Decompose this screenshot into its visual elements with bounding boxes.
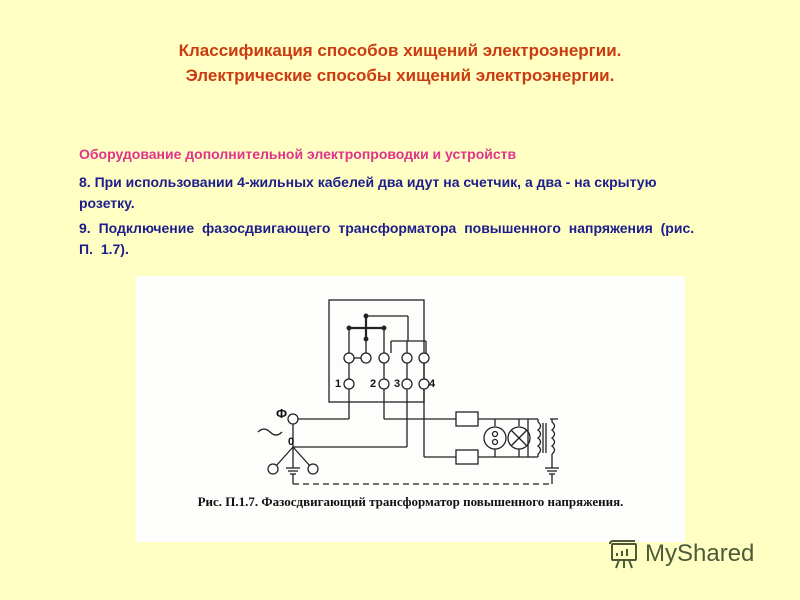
phase-label: Ф [276, 406, 288, 421]
list-item-8: 8. При использовании 4-жильных кабелей д… [79, 174, 657, 211]
presentation-board-icon [609, 540, 637, 569]
slide-title: Классификация способов хищений электроэн… [0, 38, 800, 88]
circuit-diagram [257, 299, 559, 485]
meter-box [328, 299, 425, 403]
terminal-label-2: 2 [370, 378, 377, 390]
title-line-1: Классификация способов хищений электроэн… [178, 41, 622, 60]
section-subtitle: Оборудование дополнительной электропрово… [79, 146, 517, 162]
list-item-9: 9. Подключение фазосдвигающего трансформ… [79, 220, 695, 257]
circuit-diagram-figure: 1 2 3 4 Ф 0 Рис. П.1.7. Фазосдвигающий т… [136, 276, 685, 542]
myshared-watermark[interactable]: MyShared [607, 537, 754, 571]
title-line-2: Электрические способы хищений электроэне… [185, 66, 615, 85]
figure-caption: Рис. П.1.7. Фазосдвигающий трансформатор… [197, 494, 624, 509]
terminal-label-3: 3 [394, 378, 401, 390]
neutral-label: 0 [288, 436, 295, 448]
watermark-text: MyShared [645, 540, 755, 567]
terminal-label-1: 1 [335, 378, 342, 390]
terminal-label-4: 4 [429, 378, 436, 390]
